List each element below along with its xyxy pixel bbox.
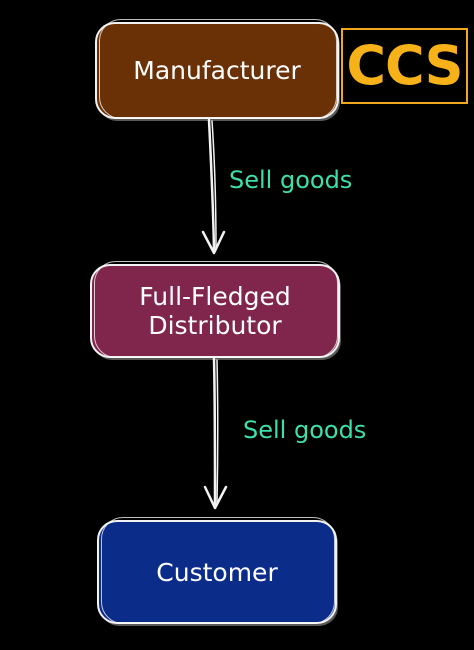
node-manufacturer: Manufacturer — [95, 22, 339, 119]
node-label: Full-Fledged Distributor — [139, 282, 291, 340]
ccs-logo: CCS — [341, 28, 468, 104]
node-label: Manufacturer — [133, 56, 301, 85]
arrow-shaft-sketch — [216, 359, 219, 504]
edge-label-sell-goods: Sell goods — [243, 416, 367, 444]
arrow-manufacturer-to-distributor — [201, 118, 226, 255]
arrow-shaft — [212, 357, 217, 507]
arrow-shaft-sketch — [211, 120, 217, 249]
node-customer: Customer — [97, 520, 337, 624]
arrow-shaft — [207, 118, 216, 252]
node-label: Customer — [156, 557, 278, 587]
arrow-distributor-to-customer — [203, 357, 228, 510]
arrowhead — [201, 230, 226, 255]
edge-label-sell-goods: Sell goods — [229, 166, 353, 194]
node-distributor: Full-Fledged Distributor — [90, 264, 340, 358]
logo-text: CCS — [346, 34, 463, 97]
arrowhead — [203, 485, 228, 510]
